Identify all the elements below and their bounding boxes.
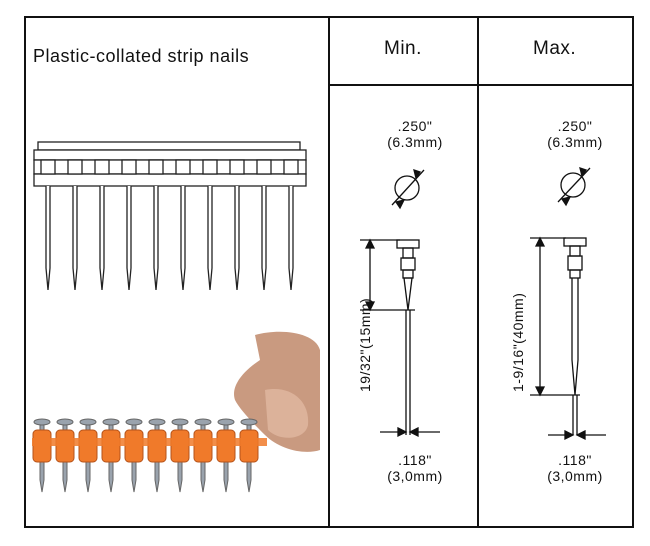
spec-table [24,16,634,528]
photo-nail [170,418,190,493]
table-title: Plastic-collated strip nails [33,46,250,66]
drawn-nail [40,159,56,291]
min-head-dia: .250" [397,118,433,134]
max-nail-diagram [530,167,606,441]
drawn-nail [202,159,218,291]
min-nail-diagram [360,169,440,438]
min-shank-dia: .118" [398,452,432,468]
drawn-nail [121,159,137,291]
drawn-nail [256,159,272,291]
column-header-max: Max. [533,38,577,59]
strip-nails-photo [32,331,320,493]
header-divider [328,84,632,86]
collation-band [32,438,267,446]
drawn-nail [229,159,245,291]
photo-nail [239,418,259,493]
max-length: 1-9/16"(40mm) [510,292,526,392]
max-head-dia-mm: (6.3mm) [547,134,603,150]
photo-nail [147,418,167,493]
photo-nail [216,418,236,493]
max-shank-dia-mm: (3,0mm) [547,468,603,484]
drawn-nail [148,159,164,291]
strip-nails-drawing [33,141,307,291]
photo-nail [32,418,52,493]
min-head-dia-mm: (6.3mm) [387,134,443,150]
column-header-min: Min. [384,38,422,59]
photo-nail [101,418,121,493]
column-divider-2 [477,18,479,526]
drawn-nail [175,159,191,291]
photo-nail [55,418,75,493]
photo-nail [124,418,144,493]
photo-nail [78,418,98,493]
min-shank-dia-mm: (3,0mm) [387,468,443,484]
drawn-nail [67,159,83,291]
drawn-nail [283,159,299,291]
min-length: 19/32"(15mm) [357,297,373,392]
photo-nail [193,418,213,493]
max-shank-dia: .118" [558,452,592,468]
column-divider-1 [328,18,330,526]
max-head-dia: .250" [557,118,593,134]
drawn-nail [94,159,110,291]
